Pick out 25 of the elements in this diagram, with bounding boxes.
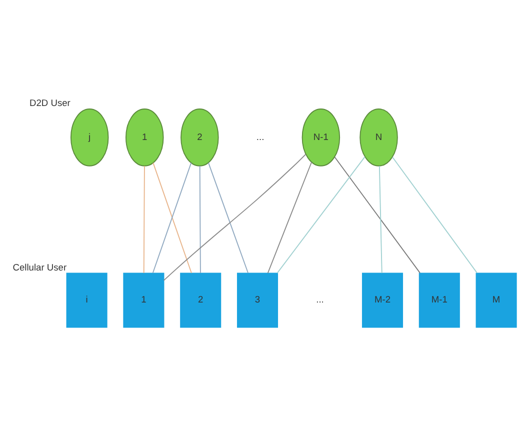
connector [199,165,201,274]
node-ellipse: 1 [126,108,164,166]
connector [334,156,420,273]
label: ... [316,294,324,304]
node-box: M-1 [418,272,460,328]
connector [143,165,145,274]
node-box: M-2 [362,272,404,328]
connector [208,162,249,273]
label: ... [256,131,264,142]
node-box: 1 [123,272,164,328]
node-label: Cellular User [12,262,67,272]
connector [392,156,478,273]
connector [378,165,382,274]
node-ellipse: 2 [180,108,219,166]
node-ellipse: N-1 [302,108,340,166]
node-ellipse: N [360,108,398,166]
connector [276,156,366,274]
node-box: i [66,272,108,328]
node-label: D2D User [30,98,70,108]
node-box: 3 [236,272,278,328]
connector [163,153,306,280]
node-box: M [476,272,517,328]
node-box: 2 [180,272,222,328]
connector [267,161,312,273]
node-ellipse: j [70,108,109,166]
